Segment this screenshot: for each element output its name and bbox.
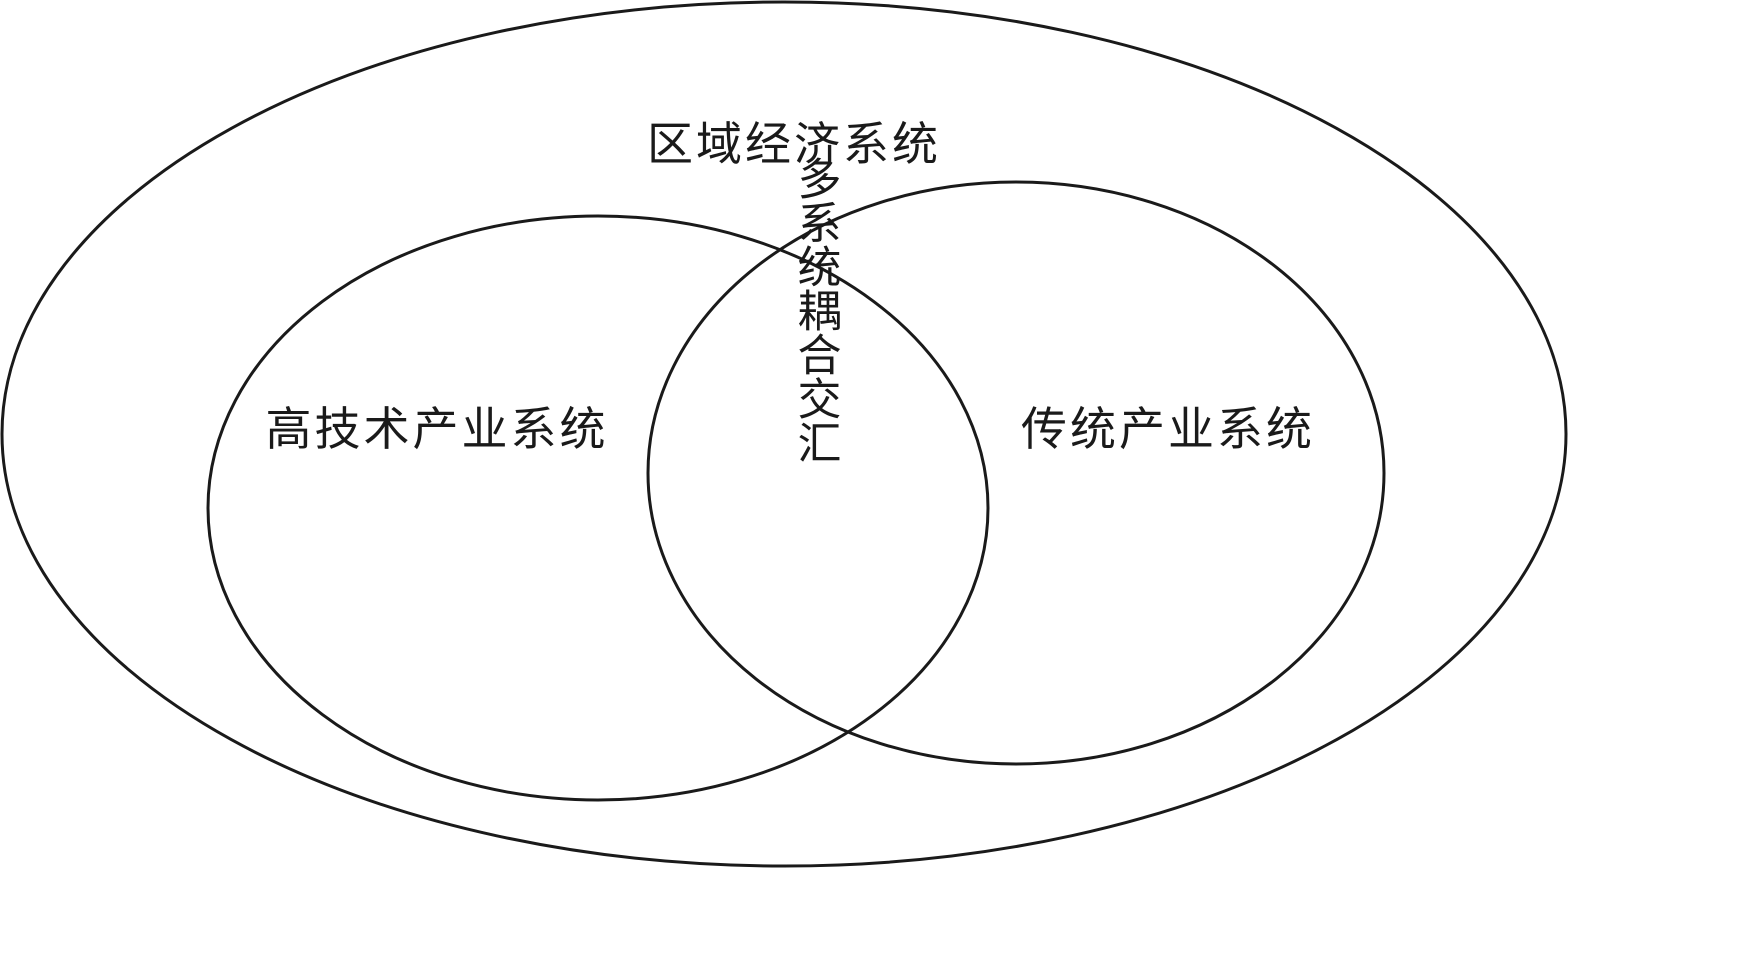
traditional-industry-system-ellipse [646, 180, 1386, 766]
regional-economic-system-label: 区域经济系统 [647, 117, 941, 171]
traditional-industry-system-label: 传统产业系统 [1021, 402, 1315, 456]
venn-diagram: 区域经济系统 高技术产业系统 传统产业系统 多系统耦合交汇 [0, 0, 1568, 868]
high-tech-industry-system-label: 高技术产业系统 [266, 402, 609, 456]
regional-economic-system-ellipse [0, 0, 1568, 868]
diagram-canvas: 区域经济系统 高技术产业系统 传统产业系统 多系统耦合交汇 [0, 0, 1568, 868]
multi-system-coupling-label: 多系统耦合交汇 [790, 156, 841, 464]
high-tech-industry-system-ellipse [206, 214, 990, 802]
